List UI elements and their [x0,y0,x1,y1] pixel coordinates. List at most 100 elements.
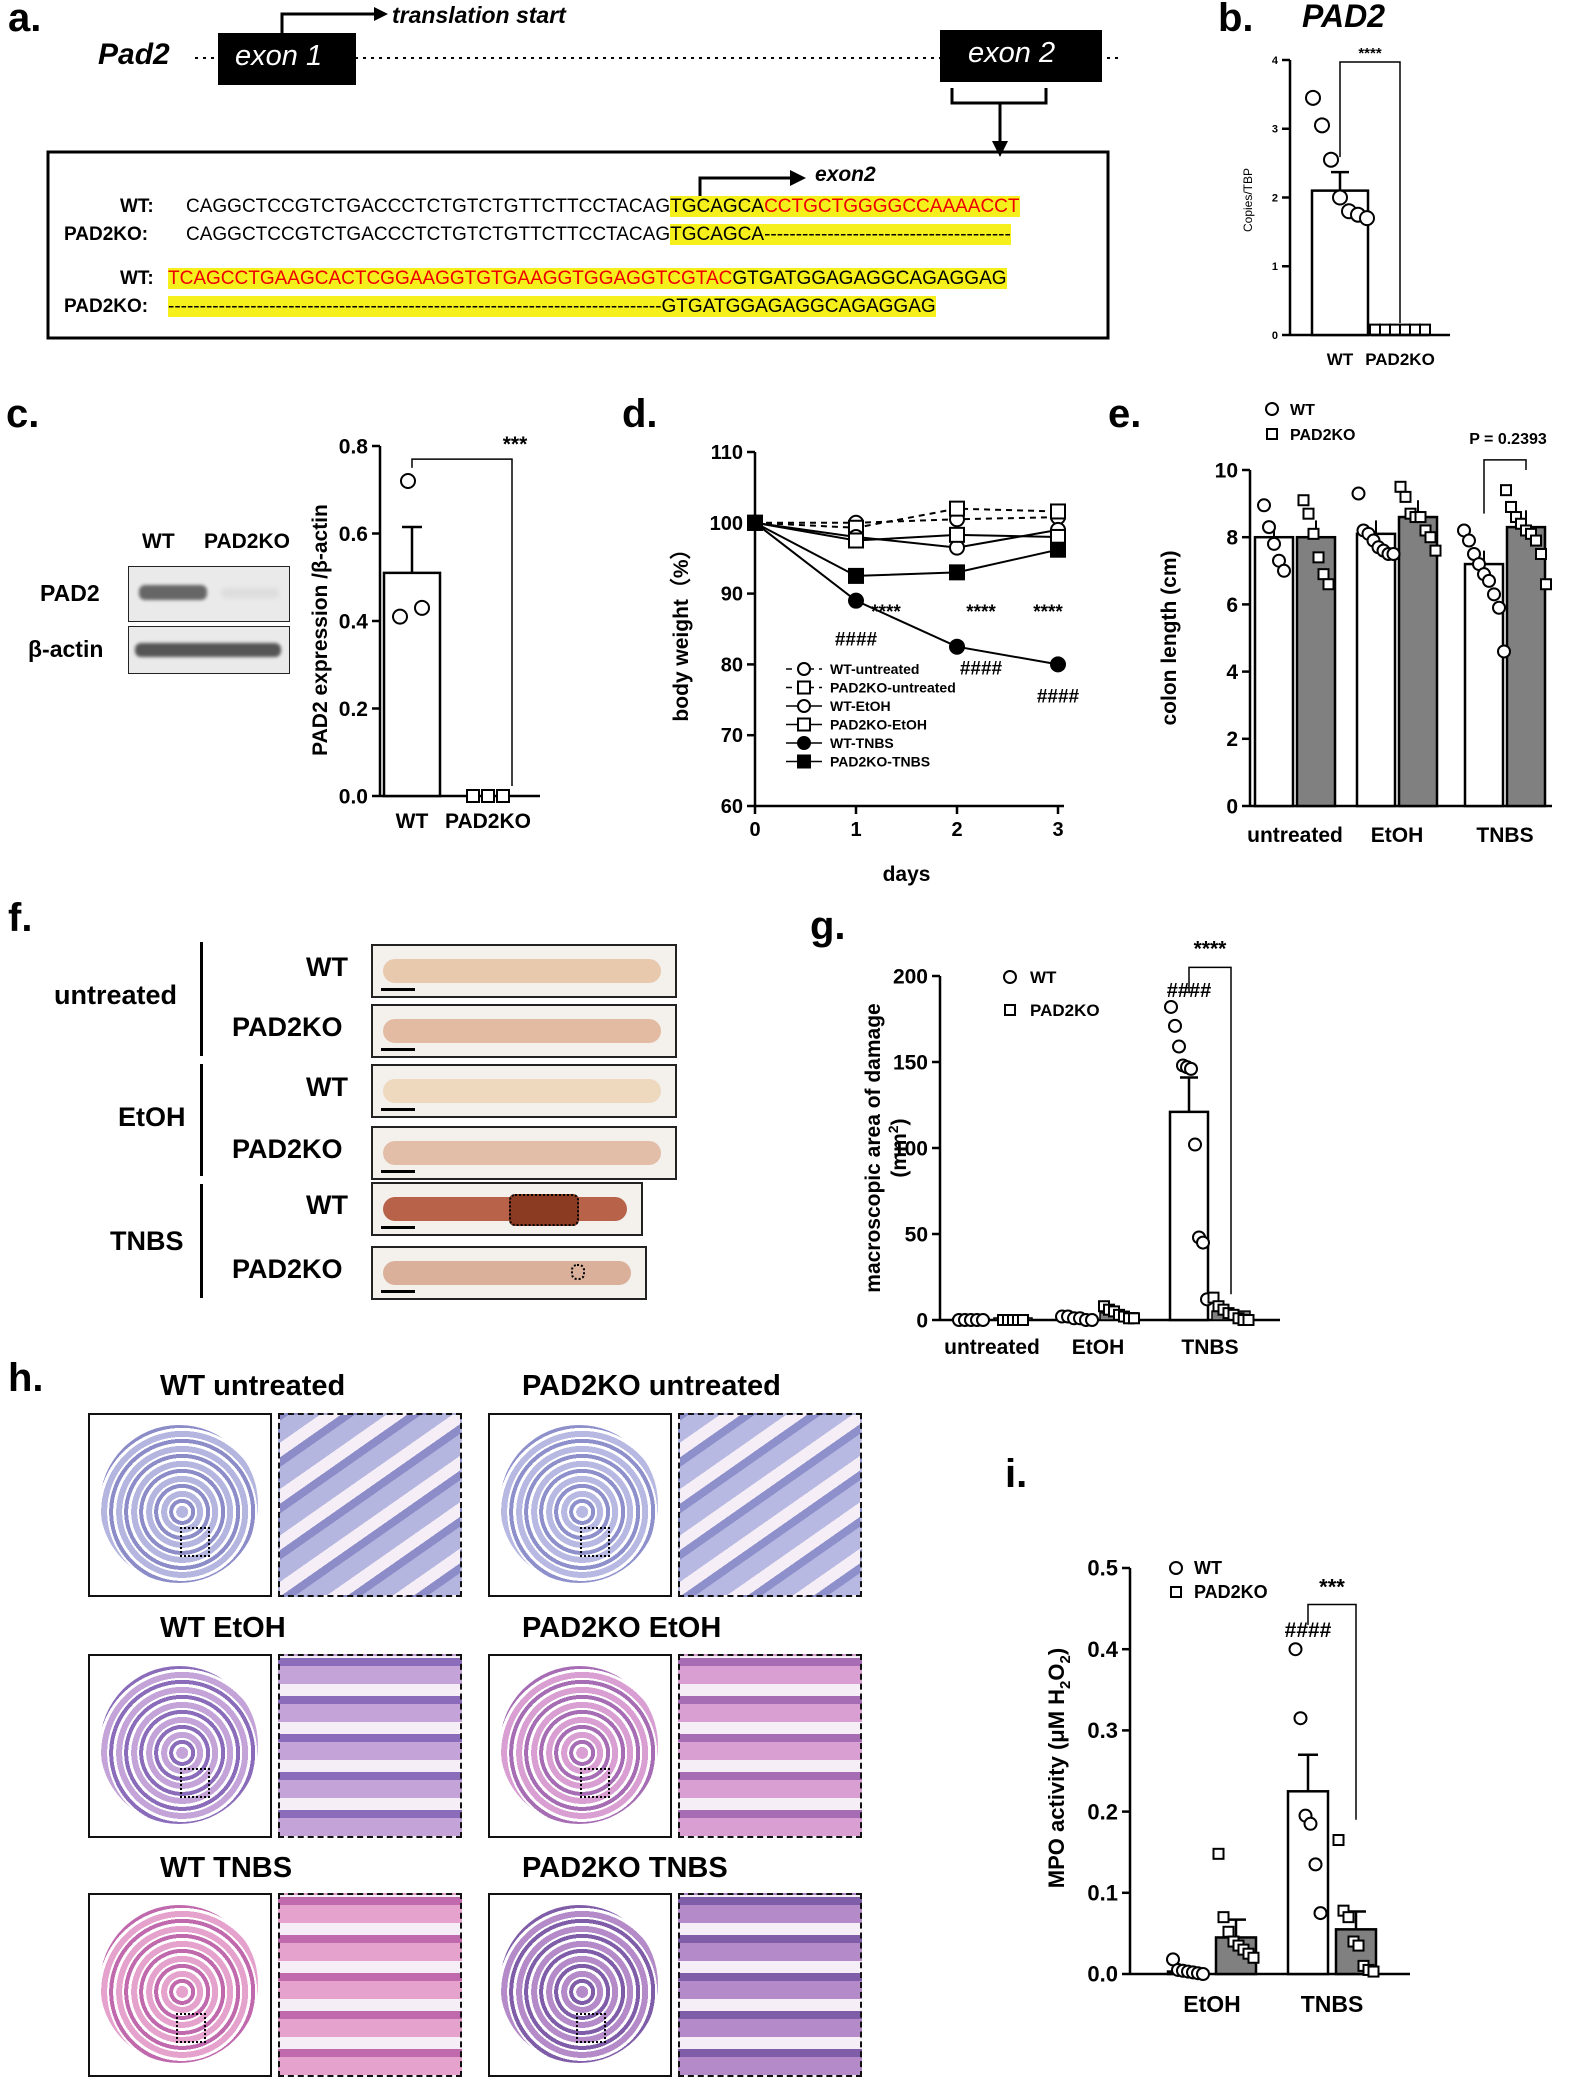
b-point-pad2ko [1369,323,1381,336]
b-point-pad2ko [1389,323,1401,336]
histology-overview [488,1893,672,2077]
b-point-wt [1314,117,1330,134]
tissue-roll [500,1666,658,1824]
histology-title: PAD2KO EtOH [522,1612,722,1644]
histology-title: PAD2KO untreated [522,1370,781,1402]
seq-row-wt-1: CAGGCTCCGTCTGACCCTCTGTCTGTTCTTCCTACAGTGC… [186,196,1020,217]
scale-bar [381,1226,415,1229]
histology-zoom [278,1654,462,1838]
g-point-wt [1184,1061,1198,1076]
i-point-pad2ko [1212,1847,1225,1860]
g-point-pad2ko [1017,1314,1029,1326]
e-point-wt [1497,644,1511,659]
e-point-pad2ko [1540,578,1552,591]
d-point [949,638,965,655]
c-sig-bracket [411,458,513,786]
e-point-pad2ko [1424,531,1437,544]
c-point-pad2ko [481,789,495,803]
c-point-pad2ko [496,789,510,803]
d-series-line [755,516,1059,524]
d-series-line [754,507,1059,529]
c-y-tick-label: 0.2 [339,698,368,721]
e-point-pad2ko [1297,494,1310,507]
e-bar-pad2ko [1295,535,1337,808]
i-y-tick-label: 0.2 [1087,1799,1118,1824]
i-legend-label: WT [1194,1558,1222,1578]
e-point-pad2ko [1312,551,1325,564]
e-point-wt [1462,533,1476,548]
e-legend-label: WT [1290,402,1315,419]
e-point-pad2ko [1414,511,1427,524]
e-point-wt [1277,563,1291,578]
d-legend-label: WT-EtOH [830,698,891,714]
g-sig: **** [1194,937,1228,960]
panel-b-title: PAD2 [1302,0,1385,34]
blot-pad2 [128,566,290,622]
panel-letter-b: b. [1218,0,1254,40]
zoom-box [580,1527,610,1557]
e-sig-bracket [1483,459,1527,514]
c-y-tick-label: 0.4 [339,610,369,633]
b-point-wt [1359,210,1375,227]
e-x-label: EtOH [1371,824,1424,847]
b-y-tick-label: 2 [1272,192,1278,204]
d-annot-hash: #### [835,629,878,650]
colon-tissue [383,1079,661,1103]
b-x-label: WT [1327,350,1354,369]
g-point-pad2ko [1242,1314,1255,1326]
g-y-tick-label: 100 [893,1137,928,1160]
panel-f-row-label: PAD2KO [232,1254,343,1284]
c-point-pad2ko [466,789,480,803]
e-point-pad2ko [1399,490,1412,503]
i-point-wt [1303,1816,1318,1831]
b-y-tick-label: 4 [1272,55,1279,67]
e-point-pad2ko [1394,480,1407,493]
d-legend-label: PAD2KO-untreated [830,680,956,696]
d-annot-stars: **** [966,602,996,623]
zoom-box [176,2013,206,2043]
seq-label-wt-1: WT: [120,196,154,217]
d-legend-marker [797,680,811,695]
i-point-wt [1308,1857,1323,1872]
panel-f-bracket-1 [200,942,203,1056]
e-point-pad2ko [1322,578,1335,591]
panel-f-row-label: WT [306,952,348,982]
i-ylabel: MPO activity (μM H2O2) [1044,1648,1074,1888]
d-legend-marker [797,717,811,732]
panel-letter-h: h. [8,1356,44,1400]
d-point [949,526,965,543]
d-point [949,500,965,517]
g-point-wt [976,1313,990,1327]
blot-col-pad2ko: PAD2KO [204,530,290,553]
i-point-pad2ko [1342,1911,1355,1924]
histology-zoom [678,1654,862,1838]
i-sig: *** [1319,1575,1345,1600]
lesion-outline [571,1264,585,1280]
i-y-tick-label: 0.1 [1087,1881,1118,1906]
g-y-tick-label: 200 [893,965,928,988]
g-x-label: TNBS [1181,1336,1238,1359]
exon2-arrow-label: exon2 [815,163,876,186]
tissue-roll [100,1666,258,1824]
g-point-pad2ko [1128,1312,1140,1325]
i-legend-label: PAD2KO [1194,1582,1268,1602]
e-x-label: TNBS [1476,824,1533,847]
seq-label-wt-2: WT: [120,268,154,289]
d-annot-stars: **** [871,602,901,623]
d-ylabel: body weight（%） [669,538,693,721]
d-point [1050,503,1066,520]
g-y-tick-label: 50 [905,1223,928,1246]
histology-zoom [278,1893,462,2077]
colon-tissue [383,1019,661,1043]
e-point-wt [1262,520,1276,535]
b-y-tick-label: 0 [1272,330,1278,342]
i-point-wt [1313,1906,1328,1921]
g-ylabel-unit: (mm2) [885,1118,911,1177]
d-legend-marker [797,754,811,769]
e-pval: P = 0.2393 [1469,431,1547,448]
d-y-tick-label: 90 [721,584,743,606]
histology-title: WT TNBS [160,1852,293,1884]
e-bar-wt [1253,535,1295,808]
blot-row-actin: β-actin [28,636,104,662]
